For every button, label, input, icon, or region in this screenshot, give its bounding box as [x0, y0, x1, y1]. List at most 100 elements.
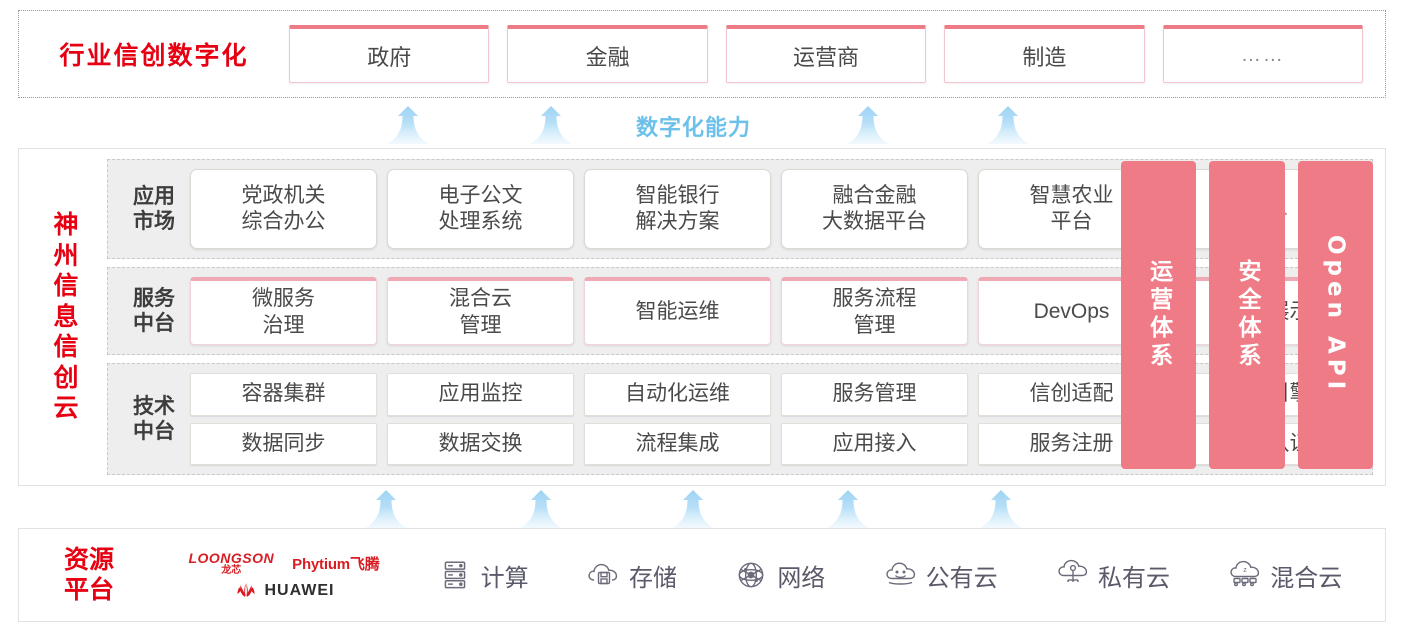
cell-text-line: DevOps — [1033, 300, 1110, 324]
cell-text-line: 自动化运维 — [625, 382, 730, 406]
cell-text-line: 流程集成 — [635, 431, 720, 455]
cell-text-line: 微服务 — [252, 287, 315, 311]
cell-text-line: 处理系统 — [438, 210, 523, 233]
resource-item-private-cloud[interactable]: 私有云 — [1055, 558, 1170, 593]
resource-item-label: 网络 — [777, 563, 826, 592]
cloud-storage-icon — [586, 558, 620, 592]
svc-cell-hybrid-cloud-mgmt[interactable]: 混合云管理 — [387, 277, 574, 345]
cell-text-line: 融合金融 — [832, 183, 917, 207]
industry-box-more[interactable]: …… — [1162, 25, 1364, 83]
resource-item-label: 存储 — [628, 563, 677, 592]
up-arrow-bottom-4 — [827, 490, 869, 528]
resource-item-public-cloud[interactable]: 公有云 — [883, 558, 998, 593]
up-arrow-top-1 — [387, 106, 429, 144]
pillar-label: 运营体系 — [1145, 259, 1172, 371]
resource-title-line: 平台 — [63, 575, 114, 604]
technical-platform-cells: 容器集群 应用监控 自动化运维 服务管理 信创适配 流程引擎 数据同步 数据交换… — [190, 373, 1362, 465]
cell-text-line: 管理 — [459, 313, 502, 337]
private-cloud-icon — [1055, 558, 1089, 592]
vendor-logo-row-1: LOONGSON 龙芯 Phytium飞腾 — [188, 551, 379, 576]
layer-label-service-platform: 服务 中台 — [118, 286, 190, 336]
bottom-arrow-strip — [0, 490, 1402, 528]
huawei-logo: HUAWEI — [234, 582, 335, 600]
layer-label-technical-platform: 技术 中台 — [118, 394, 190, 444]
svc-cell-service-process-mgmt[interactable]: 服务流程管理 — [781, 277, 968, 345]
resource-item-hybrid-cloud[interactable]: z 混合云 — [1227, 558, 1342, 593]
cell-text-line: 混合云 — [449, 287, 512, 311]
cloud-panel-body: 应用 市场 党政机关综合办公 电子公文处理系统 智能银行解决方案 融合金融大数据… — [99, 149, 1385, 485]
svc-cell-microservice-governance[interactable]: 微服务治理 — [190, 277, 377, 345]
cell-text-line: 服务管理 — [832, 382, 917, 406]
industry-box-finance[interactable]: 金融 — [507, 25, 708, 83]
cell-text-line: 信创适配 — [1029, 382, 1114, 406]
cell-text-line: 电子公文 — [438, 183, 523, 207]
pillar-open-api[interactable]: Open API — [1297, 161, 1373, 469]
app-cell-smart-bank[interactable]: 智能银行解决方案 — [584, 169, 771, 249]
layer-label-line: 应用 — [133, 183, 175, 208]
pillar-operations-system[interactable]: 运营体系 — [1121, 161, 1197, 469]
capability-label: 数字化能力 — [636, 115, 752, 140]
cloud-title-char: 创 — [53, 362, 79, 392]
resource-item-compute[interactable]: 计算 — [438, 558, 529, 593]
up-arrow-bottom-2 — [520, 490, 562, 528]
cell-text-line: 综合办公 — [241, 210, 326, 233]
tech-cell-data-exchange[interactable]: 数据交换 — [387, 422, 574, 465]
layer-label-line: 中台 — [133, 311, 175, 335]
network-mesh-icon — [734, 558, 768, 592]
up-arrow-top-3 — [847, 106, 889, 144]
cloud-title-char: 州 — [53, 240, 79, 270]
cell-text-line: 平台 — [1050, 210, 1093, 233]
up-arrow-top-4 — [987, 106, 1029, 144]
app-cell-finance-bigdata[interactable]: 融合金融大数据平台 — [781, 169, 968, 249]
tech-cell-app-monitoring[interactable]: 应用监控 — [387, 373, 574, 416]
cloud-title-char: 神 — [53, 210, 79, 240]
cloud-title-char: 云 — [53, 393, 79, 423]
resource-item-label: 计算 — [480, 563, 529, 592]
tech-cell-service-mgmt[interactable]: 服务管理 — [781, 373, 968, 416]
industry-box-manufacturing[interactable]: 制造 — [944, 25, 1145, 83]
industry-box-operator[interactable]: 运营商 — [725, 25, 927, 83]
tech-cell-container-cluster[interactable]: 容器集群 — [190, 373, 377, 416]
cell-text-line: 管理 — [853, 313, 896, 337]
cloud-panel: 神州信息信创云 应用 市场 党政机关综合办公 电子公文处理系统 智能银行解决方案… — [18, 148, 1386, 486]
app-cell-government-office[interactable]: 党政机关综合办公 — [190, 169, 377, 249]
pillar-label: Open API — [1322, 235, 1349, 395]
up-arrow-top-2 — [530, 106, 572, 144]
hybrid-cloud-icon: z — [1227, 558, 1261, 592]
resource-item-storage[interactable]: 存储 — [586, 558, 677, 593]
svc-cell-intelligent-ops[interactable]: 智能运维 — [584, 277, 771, 345]
huawei-flower-icon — [234, 582, 258, 599]
resource-item-list: 计算 存储 — [409, 558, 1385, 593]
resource-platform-panel: 资源 平台 LOONGSON 龙芯 Phytium飞腾 — [18, 528, 1386, 622]
up-arrow-bottom-1 — [365, 490, 407, 528]
cell-text-line: 智慧农业 — [1029, 183, 1114, 207]
cell-text-line: 服务流程 — [832, 287, 917, 311]
industry-band-title: 行业信创数字化 — [59, 41, 249, 70]
server-icon — [438, 558, 472, 592]
cell-text-line: 大数据平台 — [822, 210, 927, 233]
cloud-title-char: 息 — [53, 301, 79, 331]
resource-item-network[interactable]: 网络 — [734, 558, 825, 593]
tech-cell-data-sync[interactable]: 数据同步 — [190, 422, 377, 465]
tech-cell-app-access[interactable]: 应用接入 — [781, 422, 968, 465]
cell-text-line: 智能运维 — [635, 300, 720, 324]
pillar-group: 运营体系 安全体系 Open API — [1121, 161, 1373, 469]
svg-text:z: z — [1244, 567, 1248, 574]
cell-text-line: 智能银行 — [635, 183, 720, 207]
tech-cell-process-integration[interactable]: 流程集成 — [584, 422, 771, 465]
phytium-logo: Phytium飞腾 — [292, 555, 380, 573]
pillar-security-system[interactable]: 安全体系 — [1209, 161, 1285, 469]
resource-item-label: 公有云 — [925, 563, 998, 592]
cell-text-line: 治理 — [262, 313, 305, 337]
cell-text-line: 数据同步 — [241, 431, 326, 455]
resource-item-label: 私有云 — [1097, 563, 1170, 592]
app-cell-edoc-system[interactable]: 电子公文处理系统 — [387, 169, 574, 249]
tech-cell-automated-ops[interactable]: 自动化运维 — [584, 373, 771, 416]
cell-text-line: 数据交换 — [438, 431, 523, 455]
vendor-logo-group: LOONGSON 龙芯 Phytium飞腾 — [159, 551, 409, 600]
layer-label-line: 服务 — [133, 285, 175, 310]
resource-platform-title: 资源 平台 — [19, 545, 159, 606]
industry-box-government[interactable]: 政府 — [289, 25, 490, 83]
cell-text-line: 容器集群 — [241, 382, 326, 406]
